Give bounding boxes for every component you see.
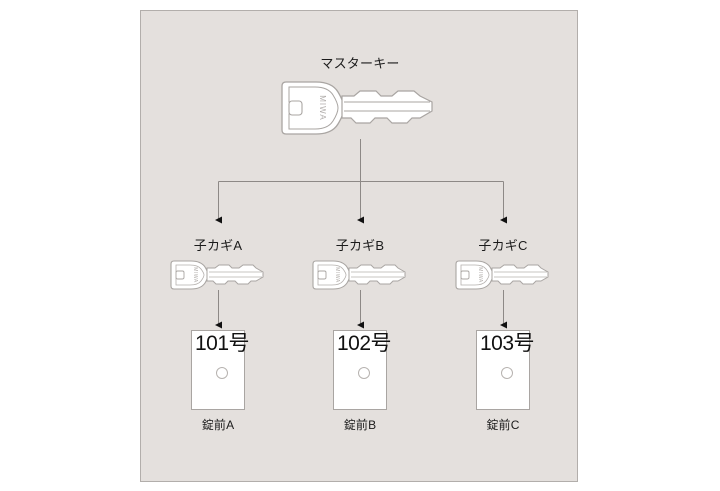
lock-door-a: 101号: [191, 330, 250, 410]
lock-door-c: 103号: [476, 330, 535, 410]
lock-c-label: 錠前C: [486, 418, 520, 432]
room-number-b: 102号: [337, 332, 392, 355]
child-key-c-icon: MIWA: [455, 258, 551, 292]
lock-b-label: 錠前B: [343, 418, 377, 432]
child-key-a-icon: MIWA: [170, 258, 266, 292]
lock-a-label: 錠前A: [201, 418, 235, 432]
keyhole-icon-c: [501, 367, 513, 379]
child-key-c-label: 子カギC: [478, 238, 528, 253]
master-key-icon: MIWA: [280, 78, 440, 138]
room-number-c: 103号: [480, 332, 535, 355]
keyhole-icon-b: [358, 367, 370, 379]
child-key-a-label: 子カギA: [193, 238, 243, 253]
master-key-label: マスターキー: [320, 56, 400, 71]
svg-text:MIWA: MIWA: [192, 267, 198, 283]
room-number-a: 101号: [195, 332, 250, 355]
svg-text:MIWA: MIWA: [318, 95, 327, 120]
child-key-b-icon: MIWA: [312, 258, 408, 292]
svg-text:MIWA: MIWA: [477, 267, 483, 283]
keyhole-icon-a: [216, 367, 228, 379]
lock-door-b: 102号: [333, 330, 392, 410]
svg-text:MIWA: MIWA: [334, 267, 340, 283]
child-key-b-label: 子カギB: [335, 238, 385, 253]
